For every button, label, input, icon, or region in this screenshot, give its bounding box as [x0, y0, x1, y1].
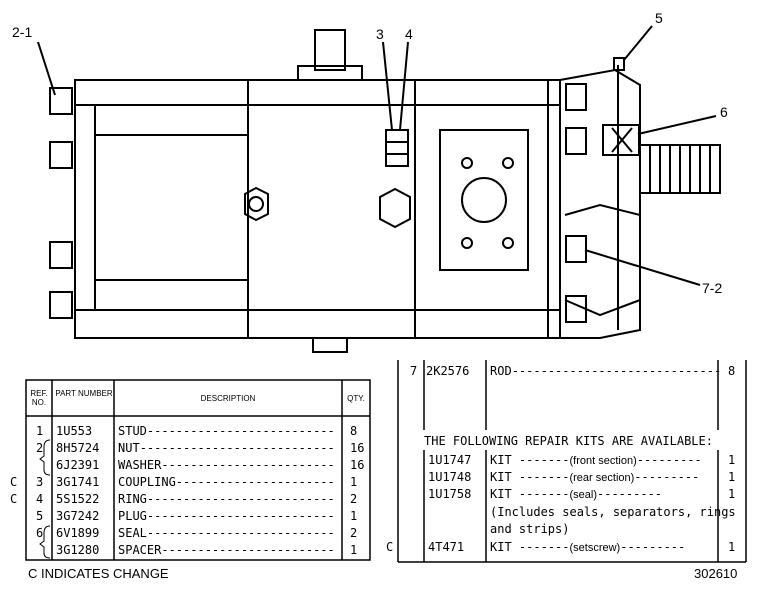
description: RING-------------------------- — [118, 492, 335, 506]
part-number: 6V1899 — [56, 526, 100, 540]
callout-3: 3 — [376, 26, 384, 42]
kit-quantity: 1 — [728, 487, 736, 501]
ref-number: 5 — [36, 509, 44, 523]
change-legend: C INDICATES CHANGE — [28, 566, 169, 581]
description-text: STUD — [118, 424, 147, 438]
callout-4: 4 — [405, 26, 413, 42]
description-text: WASHER — [118, 458, 162, 472]
kit-part-number: 4T471 — [428, 540, 465, 554]
illustration-number: 302610 — [694, 566, 738, 581]
ref-number: 2 — [36, 441, 44, 455]
change-flag: C — [10, 492, 18, 506]
part-number: 5S1522 — [56, 492, 100, 506]
ref-number: 3 — [36, 475, 44, 489]
callout-7-2: 7-2 — [702, 280, 723, 296]
part-number: 3G1280 — [56, 543, 100, 557]
callout-2-1: 2-1 — [12, 24, 33, 40]
pump-illustration — [37, 25, 721, 353]
callout-6: 6 — [720, 104, 728, 120]
description-text: COUPLING — [118, 475, 176, 489]
quantity: 1 — [350, 543, 358, 557]
kit-detail: (rear section) — [569, 472, 635, 484]
kit-quantity: 1 — [728, 540, 736, 554]
kit-part-number: 1U1758 — [428, 487, 472, 501]
kit-description: KIT -------(seal)--------- — [490, 487, 663, 501]
description: SEAL-------------------------- — [118, 526, 335, 540]
description-text: RING — [118, 492, 147, 506]
header-part-number: PART NUMBER — [55, 389, 113, 398]
header-ref-no: REF. NO. — [30, 389, 48, 407]
kit-label: KIT — [490, 470, 512, 484]
part-number: 3G1741 — [56, 475, 100, 489]
description: PLUG-------------------------- — [118, 509, 335, 523]
quantity: 8 — [350, 424, 358, 438]
description: WASHER------------------------ — [118, 458, 335, 472]
quantity: 1 — [350, 475, 358, 489]
kit-description: KIT -------(front section)--------- — [490, 453, 702, 467]
row7-ref: 7 — [410, 364, 418, 378]
kit-part-number: 1U1747 — [428, 453, 472, 467]
kits-heading: THE FOLLOWING REPAIR KITS ARE AVAILABLE: — [424, 434, 713, 448]
kit-label: KIT — [490, 487, 512, 501]
row7-desc: ROD----------------------------- — [490, 364, 722, 378]
kit-quantity: 1 — [728, 470, 736, 484]
seal-note-line1: (Includes seals, separators, rings — [490, 505, 736, 519]
quantity: 2 — [350, 492, 358, 506]
description: NUT--------------------------- — [118, 441, 335, 455]
description-text: PLUG — [118, 509, 147, 523]
change-flag: C — [10, 475, 18, 489]
description: STUD-------------------------- — [118, 424, 335, 438]
kit-part-number: 1U1748 — [428, 470, 472, 484]
quantity: 16 — [350, 458, 365, 472]
ref-number: 1 — [36, 424, 44, 438]
quantity: 1 — [350, 509, 358, 523]
seal-note-line2: and strips) — [490, 522, 570, 536]
kit-label: KIT — [490, 453, 512, 467]
part-number: 3G7242 — [56, 509, 100, 523]
row7-qty: 8 — [728, 364, 736, 378]
kit-change-flag: C — [386, 540, 394, 554]
description-text: SPACER — [118, 543, 162, 557]
kit-description: KIT -------(setscrew)--------- — [490, 540, 686, 554]
description-text: SEAL — [118, 526, 147, 540]
header-qty: QTY. — [347, 394, 365, 403]
description: SPACER------------------------ — [118, 543, 335, 557]
kit-detail: (front section) — [569, 455, 637, 467]
row7-part: 2K2576 — [426, 364, 470, 378]
kit-label: KIT — [490, 540, 512, 554]
description-text: NUT — [118, 441, 140, 455]
kit-detail: (seal) — [569, 489, 597, 501]
part-number: 6J2391 — [56, 458, 100, 472]
kit-description: KIT -------(rear section)--------- — [490, 470, 700, 484]
description: COUPLING---------------------- — [118, 475, 335, 489]
quantity: 16 — [350, 441, 365, 455]
part-number: 8H5724 — [56, 441, 100, 455]
kit-detail: (setscrew) — [569, 542, 621, 554]
quantity: 2 — [350, 526, 358, 540]
ref-number: 6 — [36, 526, 44, 540]
part-number: 1U553 — [56, 424, 93, 438]
header-description: DESCRIPTION — [200, 394, 256, 403]
kit-quantity: 1 — [728, 453, 736, 467]
callout-5: 5 — [655, 10, 663, 26]
ref-number: 4 — [36, 492, 44, 506]
